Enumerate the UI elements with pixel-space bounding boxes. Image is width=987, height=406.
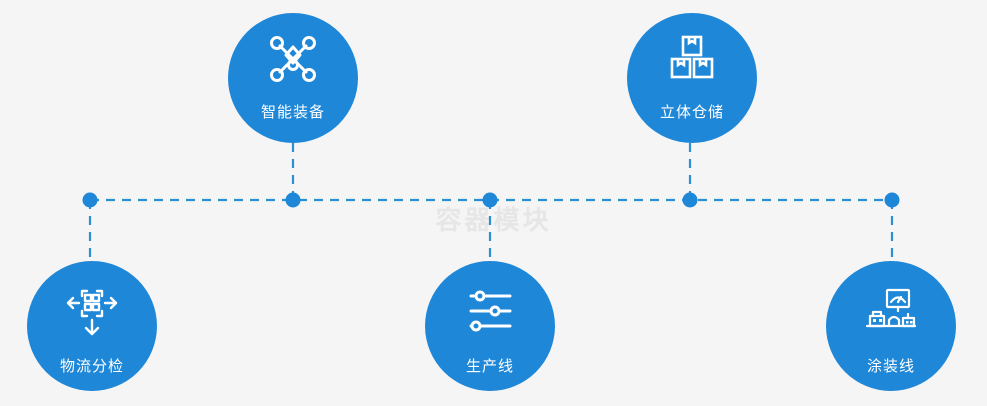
node-logistics-sorting[interactable]: 物流分检 — [27, 261, 157, 391]
sliders-icon — [462, 283, 518, 339]
factory-machine-icon — [863, 283, 919, 339]
network-nodes-icon — [265, 31, 321, 87]
sorting-arrows-grid-icon — [64, 283, 120, 339]
dot-painting-line — [884, 192, 900, 208]
dot-smart-equipment — [285, 192, 301, 208]
dot-production-line — [482, 192, 498, 208]
node-smart-equipment[interactable]: 智能装备 — [228, 13, 358, 143]
dot-stereo-warehouse — [682, 192, 698, 208]
node-stereo-warehouse[interactable]: 立体仓储 — [627, 13, 757, 143]
node-painting-line[interactable]: 涂装线 — [826, 261, 956, 391]
stacked-boxes-icon — [664, 31, 720, 87]
dot-logistics-sorting — [82, 192, 98, 208]
node-label-painting-line: 涂装线 — [866, 357, 915, 375]
node-label-production-line: 生产线 — [465, 357, 514, 375]
watermark-text: 容器模块 — [435, 206, 552, 236]
node-label-smart-equipment: 智能装备 — [260, 103, 325, 121]
node-production-line[interactable]: 生产线 — [425, 261, 555, 391]
node-label-logistics-sorting: 物流分检 — [59, 357, 124, 375]
node-label-stereo-warehouse: 立体仓储 — [659, 103, 724, 121]
